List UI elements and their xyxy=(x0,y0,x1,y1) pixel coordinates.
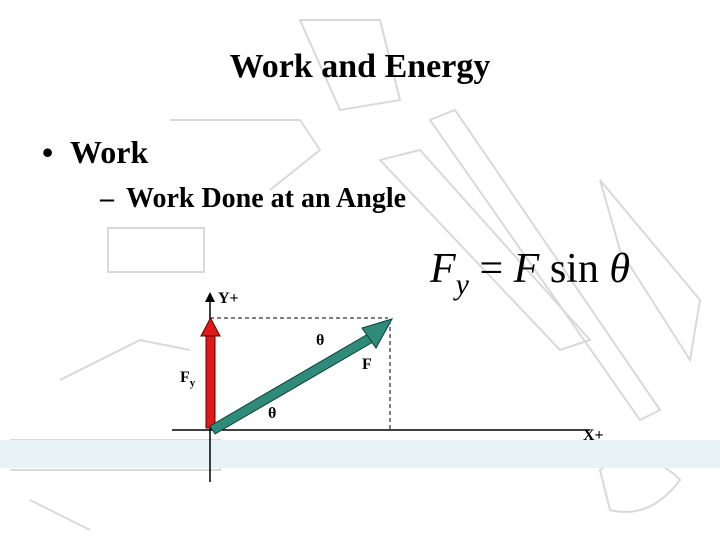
equation-angle: θ xyxy=(609,246,630,292)
x-axis-label: X+ xyxy=(583,427,604,444)
component-label-subscript: y xyxy=(190,377,196,389)
sub-bullet-marker: – xyxy=(100,183,114,214)
sub-bullet-item: –Work Done at an Angle xyxy=(100,183,406,215)
bullet-item: • Work xyxy=(42,134,148,171)
y-axis-arrowhead xyxy=(205,292,215,302)
equation-rhs-symbol: F xyxy=(513,246,540,292)
equation: Fy = F sin θ xyxy=(430,245,630,301)
y-axis-label: Y+ xyxy=(218,290,239,307)
force-vector-f xyxy=(209,318,394,435)
sub-bullet-text: Work Done at an Angle xyxy=(126,183,407,214)
bullet-text: Work xyxy=(70,134,149,170)
component-label-symbol: F xyxy=(180,369,190,386)
bullet-marker: • xyxy=(42,134,54,170)
angle-top-label: θ xyxy=(316,332,324,349)
slide-title: Work and Energy xyxy=(229,48,491,85)
equation-function: sin xyxy=(549,246,599,292)
equation-lhs-subscript: y xyxy=(455,268,469,301)
component-vector-fy xyxy=(200,316,221,429)
angle-bottom-label: θ xyxy=(268,405,276,422)
equation-lhs-symbol: F xyxy=(430,246,456,292)
component-label: Fy xyxy=(180,369,196,389)
equation-equals: = xyxy=(479,246,504,292)
force-label: F xyxy=(362,356,372,373)
